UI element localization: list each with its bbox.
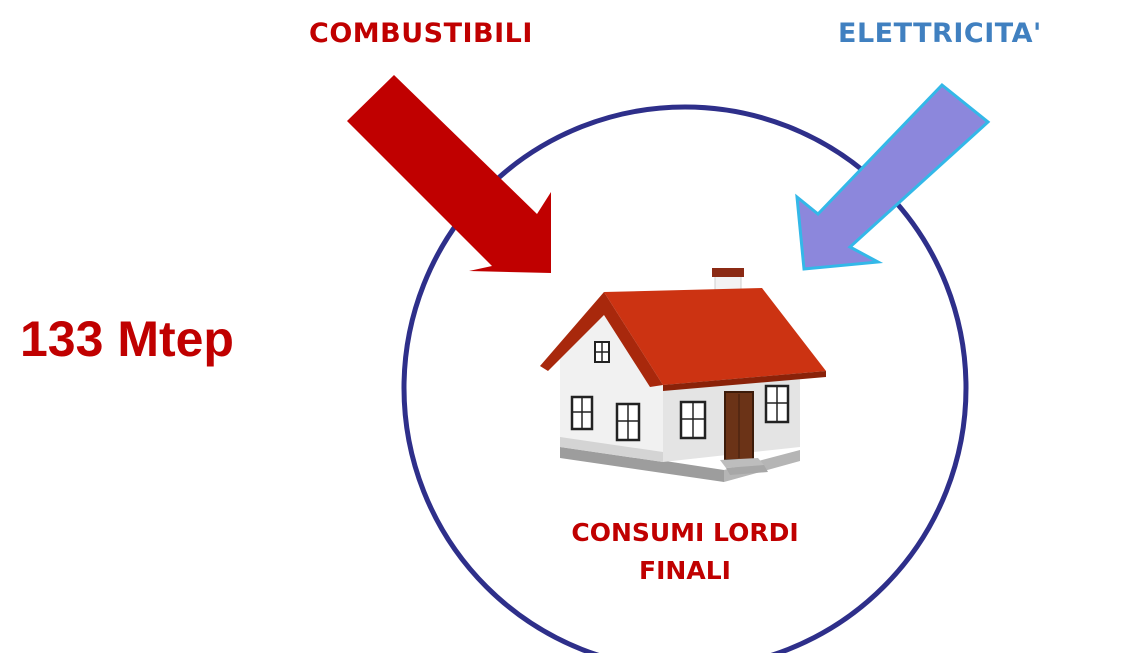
center-label: CONSUMI LORDI FINALI bbox=[520, 514, 850, 590]
center-label-line-1: CONSUMI LORDI bbox=[571, 518, 799, 547]
fuel-label: COMBUSTIBILI bbox=[309, 18, 533, 49]
house-icon bbox=[540, 268, 826, 482]
consumption-circle bbox=[401, 104, 969, 653]
center-label-line-2: FINALI bbox=[639, 556, 731, 585]
electricity-arrow bbox=[795, 82, 991, 271]
total-consumption-value: 133 Mtep bbox=[20, 311, 234, 367]
electricity-label: ELETTRICITA' bbox=[838, 18, 1042, 49]
fuel-arrow bbox=[347, 75, 551, 273]
